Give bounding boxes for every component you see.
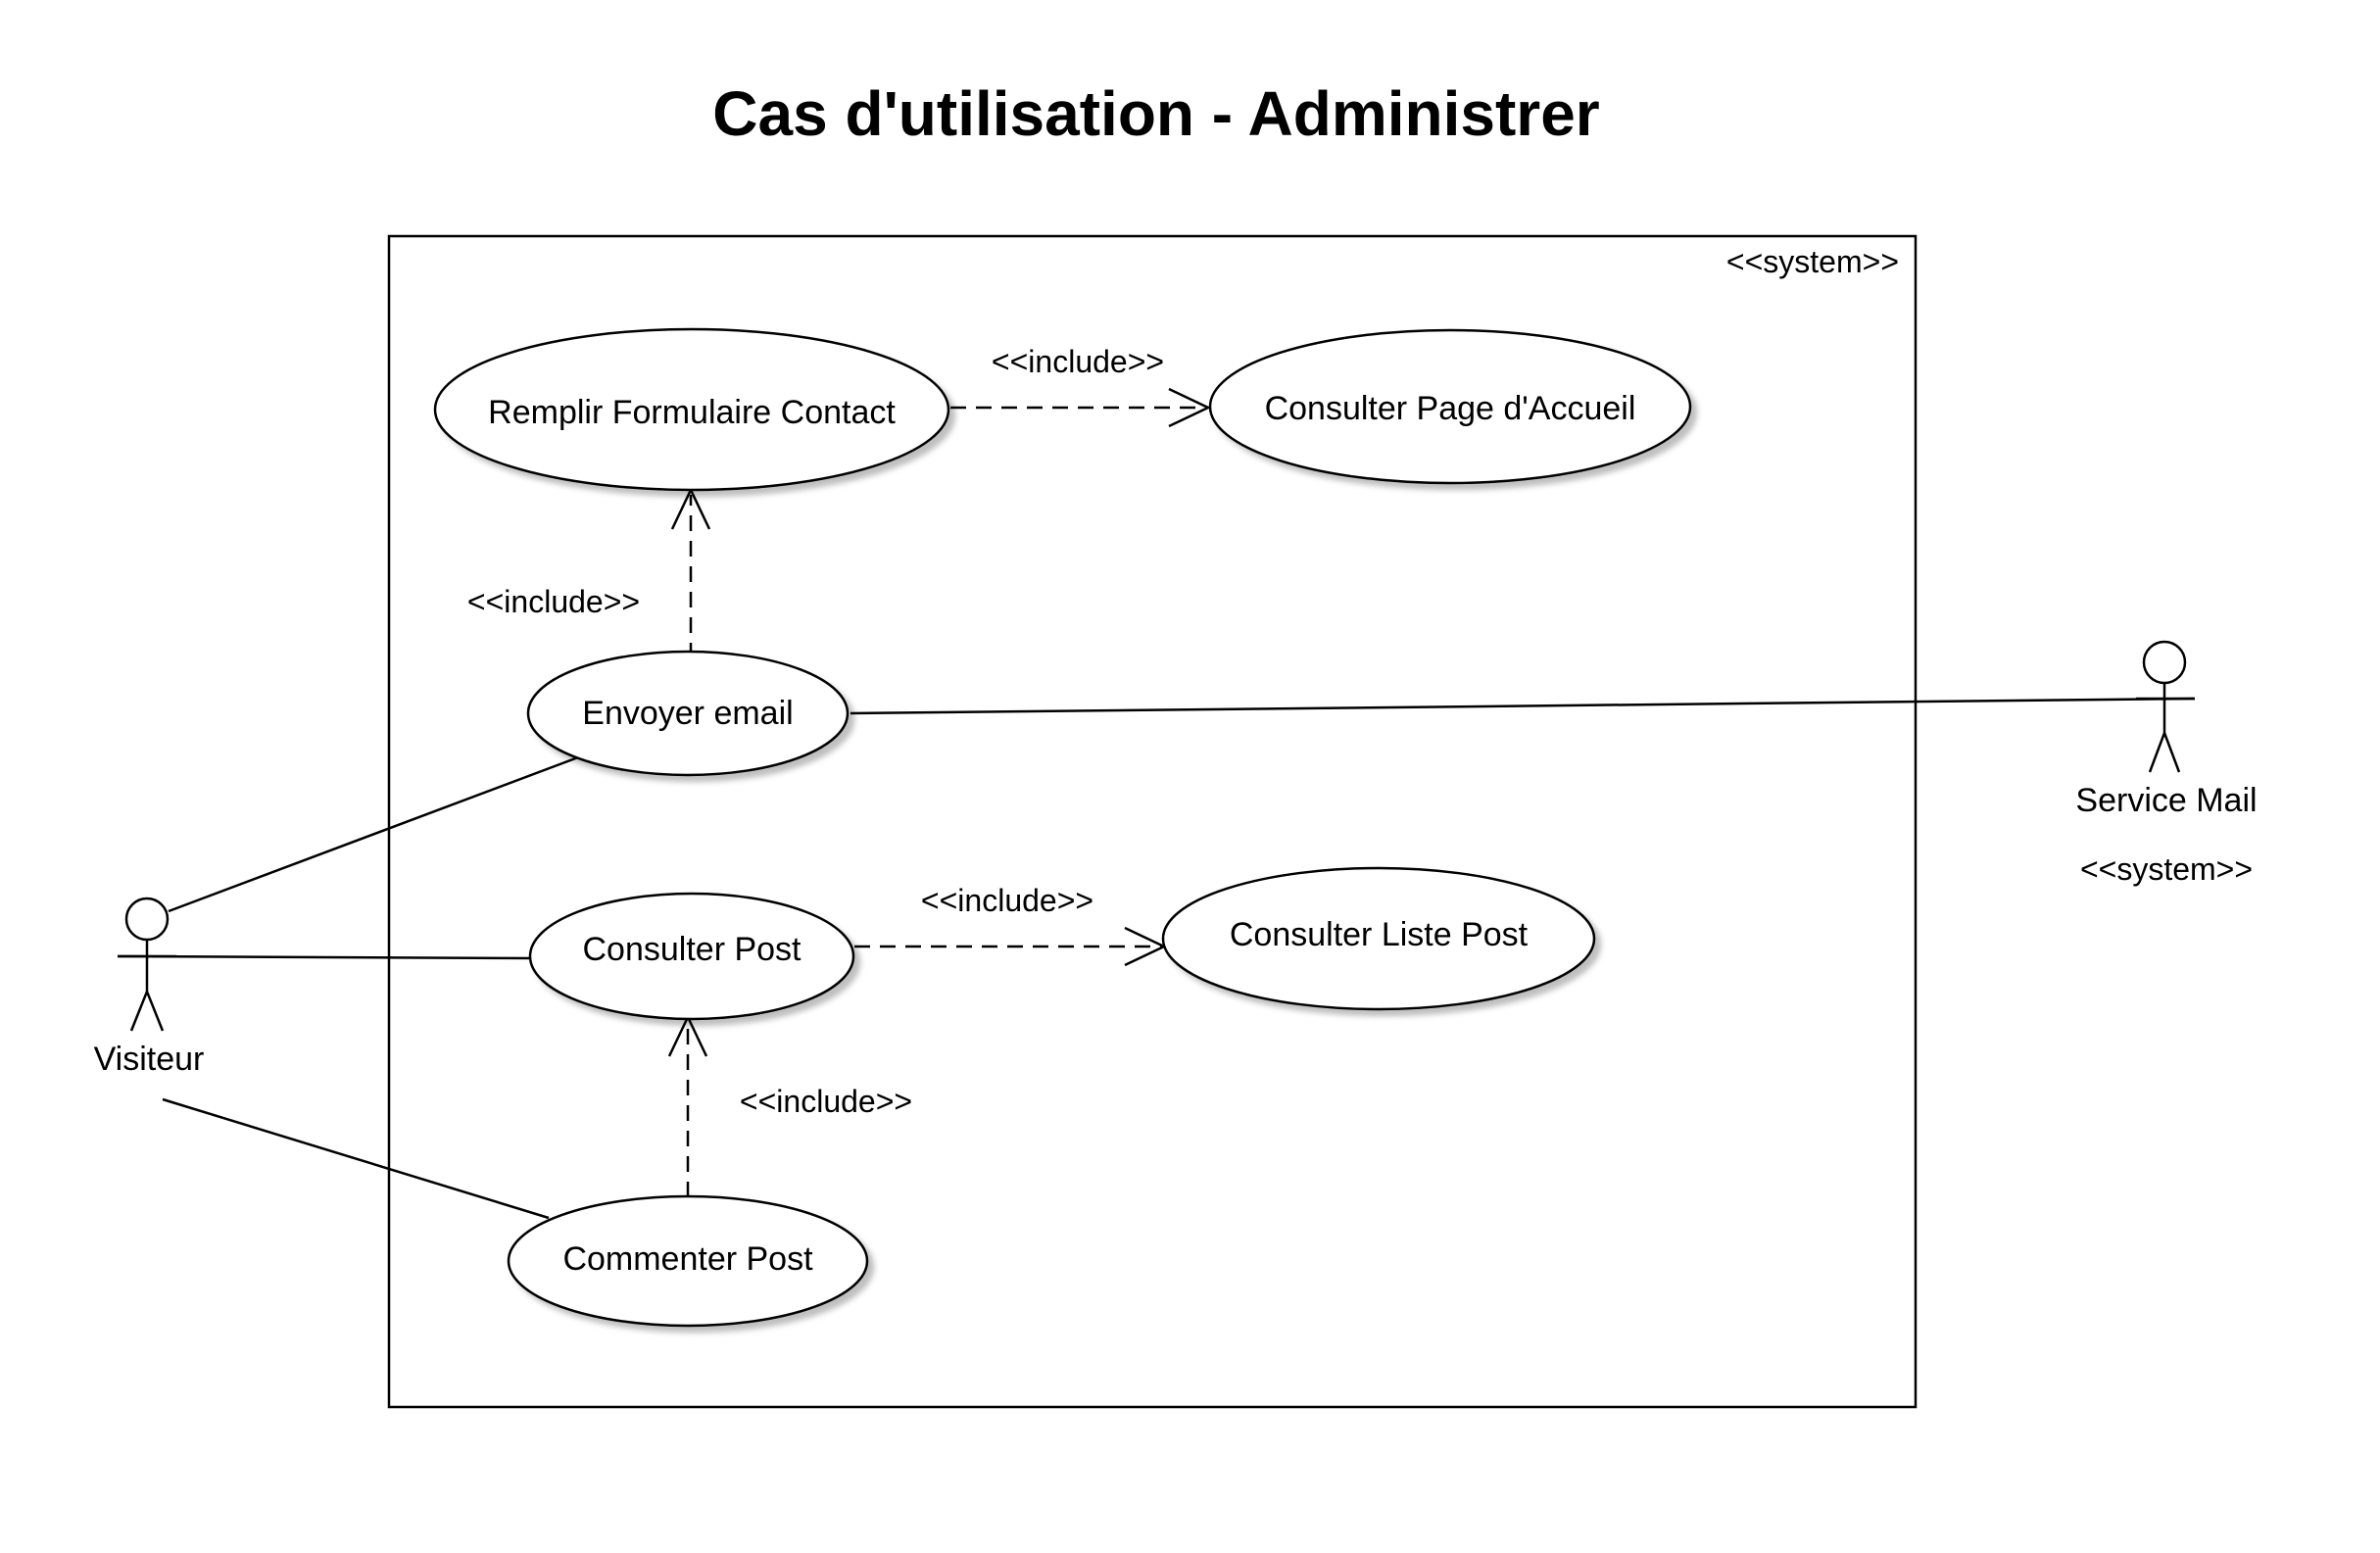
- actor-name: Visiteur: [94, 1041, 205, 1078]
- include-envoyer-remplir: [670, 487, 711, 658]
- actor-name: Service Mail: [2075, 782, 2257, 819]
- actor-stereotype: <<system>>: [2080, 851, 2253, 887]
- include-label: <<include>>: [992, 344, 1164, 379]
- use-case-consulter-page-accueil[interactable]: Consulter Page d'Accueil: [1208, 328, 1692, 485]
- use-case-envoyer-email[interactable]: Envoyer email: [526, 650, 850, 777]
- use-case-label: Consulter Page d'Accueil: [1265, 390, 1636, 427]
- use-case-commenter-post[interactable]: Commenter Post: [507, 1194, 869, 1328]
- use-case-remplir-formulaire-contact[interactable]: Remplir Formulaire Contact: [433, 327, 950, 492]
- stick-figure-icon: [2136, 640, 2195, 773]
- use-case-label: Consulter Post: [583, 931, 802, 968]
- include-consulter-post-liste: [854, 926, 1167, 967]
- system-boundary: [387, 234, 1918, 1409]
- use-case-label: Commenter Post: [562, 1240, 813, 1278]
- use-case-label: Consulter Liste Post: [1230, 916, 1529, 953]
- actor-service-mail[interactable]: Service Mail <<system>>: [2075, 640, 2258, 887]
- use-case-consulter-liste-post[interactable]: Consulter Liste Post: [1161, 866, 1596, 1011]
- association-visiteur-envoyer: [168, 755, 579, 913]
- include-label: <<include>>: [921, 883, 1093, 918]
- diagram-title: Cas d'utilisation - Administrer: [712, 78, 1599, 149]
- association-envoyer-service-mail: [850, 697, 2196, 715]
- include-remplir-accueil: [950, 387, 1211, 428]
- association-visiteur-commenter: [162, 1097, 550, 1220]
- include-commenter-consulter: [667, 1014, 708, 1197]
- system-stereotype: <<system>>: [1726, 244, 1899, 279]
- use-case-label: Remplir Formulaire Contact: [488, 394, 896, 431]
- include-label: <<include>>: [740, 1084, 912, 1119]
- use-case-consulter-post[interactable]: Consulter Post: [528, 892, 855, 1021]
- include-label: <<include>>: [467, 584, 640, 619]
- actor-visiteur[interactable]: Visiteur: [94, 897, 205, 1078]
- stick-figure-icon: [118, 897, 176, 1032]
- association-visiteur-consulter-post: [117, 954, 535, 960]
- use-case-label: Envoyer email: [582, 695, 793, 732]
